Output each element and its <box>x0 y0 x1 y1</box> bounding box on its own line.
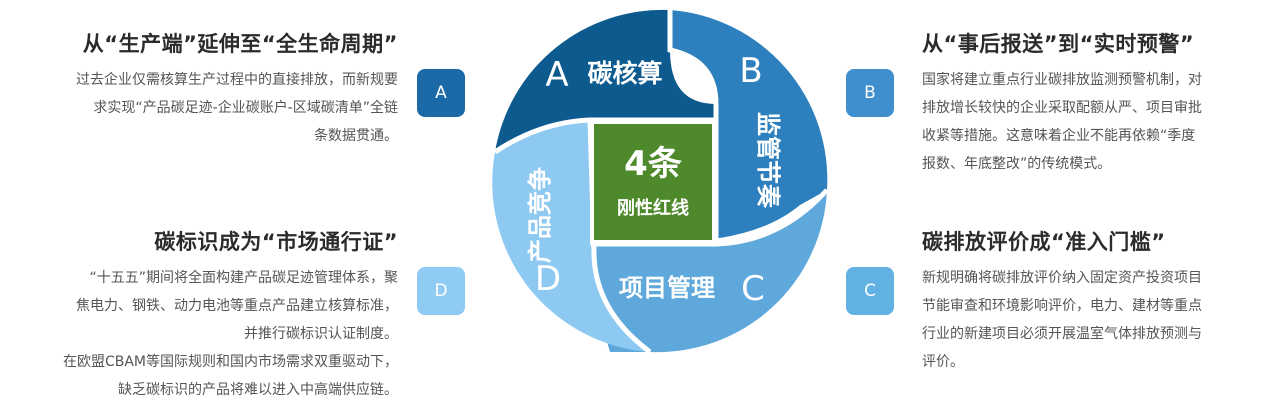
body-line: 节能审查和环境影响评价，电力、建材等重点 <box>922 298 1202 314</box>
badge-b: B <box>846 69 894 117</box>
center-subtitle: 刚性红线 <box>617 197 689 219</box>
petal-d-label: 产品竞争 <box>526 167 554 263</box>
body-line: 新规明确将碳排放评价纳入固定资产投资项目 <box>922 270 1202 286</box>
section-realtime-warning: 从“事后报送”到“实时预警” 国家将建立重点行业碳排放监测预警机制，对 排放增长… <box>922 30 1262 178</box>
body-line: 排放增长较快的企业采取配额从严、项目审批 <box>922 100 1202 116</box>
section-body: 过去企业仅需核算生产过程中的直接排放，而新规要 求实现“产品碳足迹-企业碳账户-… <box>0 66 398 150</box>
section-body: “十五五”期间将全面构建产品碳足迹管理体系，聚 焦电力、钢铁、动力电池等重点产品… <box>0 264 398 404</box>
body-line: 求实现“产品碳足迹-企业碳账户-区域碳清单”全链 <box>93 100 398 116</box>
section-title: 碳排放评价成“准入门槛” <box>922 230 1166 254</box>
section-body: 新规明确将碳排放评价纳入固定资产投资项目 节能审查和环境影响评价，电力、建材等重… <box>922 264 1262 376</box>
petal-d-letter: D <box>535 259 561 299</box>
badge-d: D <box>417 267 465 315</box>
petal-b-letter: B <box>739 51 762 91</box>
section-lifecycle: 从“生产端”延伸至“全生命周期” 过去企业仅需核算生产过程中的直接排放，而新规要… <box>0 30 398 150</box>
body-line: 并推行碳标识认证制度。 <box>244 326 398 342</box>
section-access-threshold: 碳排放评价成“准入门槛” 新规明确将碳排放评价纳入固定资产投资项目 节能审查和环… <box>922 228 1262 376</box>
petal-d <box>492 120 650 352</box>
body-line: 在欧盟CBAM等国际规则和国内市场需求双重驱动下， <box>62 354 398 370</box>
petal-b-label: 监管节奏 <box>754 112 782 209</box>
body-line: 焦电力、钢铁、动力电池等重点产品建立核算标准， <box>76 298 398 314</box>
petal-b <box>670 10 828 238</box>
petal-a-label: 碳核算 <box>587 59 662 88</box>
body-line: 过去企业仅需核算生产过程中的直接排放，而新规要 <box>76 72 398 88</box>
petal-a-letter: A <box>545 55 568 95</box>
body-line: 收紧等措施。这意味着企业不能再依赖“季度 <box>922 128 1196 144</box>
section-title: 碳标识成为“市场通行证” <box>154 230 398 254</box>
petal-c-letter: C <box>741 269 765 309</box>
body-line: 报数、年底整改”的传统模式。 <box>922 156 1112 172</box>
body-line: “十五五”期间将全面构建产品碳足迹管理体系，聚 <box>89 270 398 286</box>
body-line: 国家将建立重点行业碳排放监测预警机制，对 <box>922 72 1202 88</box>
badge-c: C <box>846 267 894 315</box>
petal-c <box>594 190 827 353</box>
petal-c-label: 项目管理 <box>619 274 715 302</box>
petal-a <box>495 9 716 152</box>
body-line: 评价。 <box>922 354 964 370</box>
badge-a: A <box>417 69 465 117</box>
section-title: 从“事后报送”到“实时预警” <box>922 32 1195 56</box>
section-carbon-label: 碳标识成为“市场通行证” “十五五”期间将全面构建产品碳足迹管理体系，聚 焦电力… <box>0 228 398 404</box>
center-box <box>590 120 716 244</box>
body-line: 行业的新建项目必须开展温室气体排放预测与 <box>922 326 1202 342</box>
body-line: 条数据贯通。 <box>314 128 398 144</box>
section-title: 从“生产端”延伸至“全生命周期” <box>82 32 398 56</box>
body-line: 缺乏碳标识的产品将难以进入中高端供应链。 <box>118 382 398 398</box>
center-count: 4条 <box>624 144 682 184</box>
section-body: 国家将建立重点行业碳排放监测预警机制，对 排放增长较快的企业采取配额从严、项目审… <box>922 66 1262 178</box>
